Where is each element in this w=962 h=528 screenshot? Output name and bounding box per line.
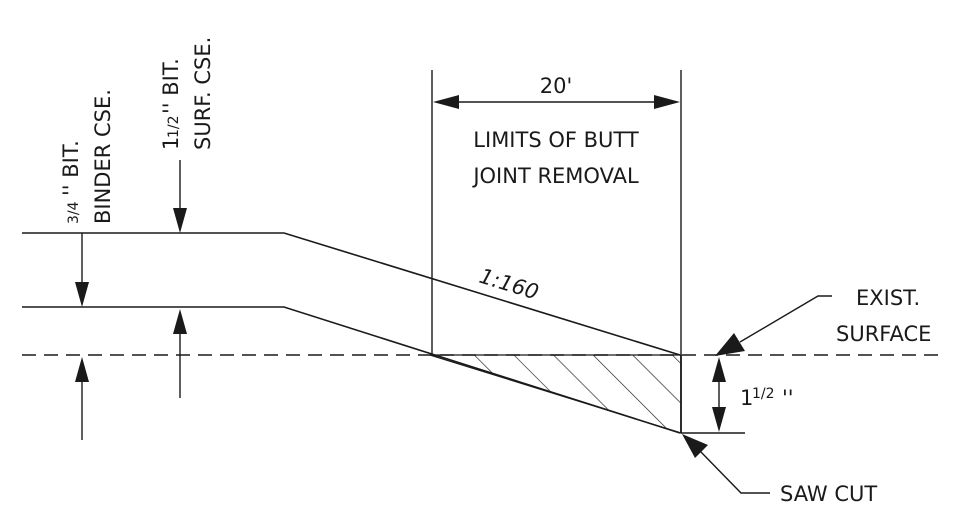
dim-arrow-left (433, 95, 459, 109)
limits-label-line1: LIMITS OF BUTT (473, 128, 639, 152)
depth-arrow-up (712, 357, 726, 382)
depth-arrow-down (712, 407, 726, 432)
surface-arrow-down (173, 208, 187, 233)
dim-arrow-right (654, 95, 680, 109)
exist-label-line1: EXIST. (856, 286, 920, 310)
surface-arrow-up (173, 309, 187, 334)
binder-course-label: 3/4 '' BIT. BINDER CSE. (59, 89, 115, 224)
surface-fraction: 1/2 (166, 115, 182, 138)
surface-whole: 1 (159, 137, 183, 150)
limits-label-line2: JOINT REMOVAL (471, 164, 639, 188)
binder-dimension (75, 233, 89, 440)
binder-arrow-down (75, 282, 89, 307)
top-surface-line (22, 232, 681, 356)
surface-dimension (173, 160, 187, 398)
saw-cut-label: SAW CUT (780, 482, 877, 506)
limits-extension-lines (431, 70, 682, 355)
binder-label-line2: BINDER CSE. (91, 89, 115, 224)
exist-leader-arrow (715, 333, 745, 356)
limits-dimension-label: 20' (540, 74, 573, 98)
removal-area-hatch (429, 354, 682, 434)
surface-course-label: 1 1/2 '' BIT. SURF. CSE. (159, 37, 215, 150)
slope-label: 1:160 (477, 264, 542, 305)
depth-unit: '' (782, 386, 794, 410)
depth-fraction: 1/2 (752, 386, 775, 402)
existing-surface-callout: EXIST. SURFACE (715, 286, 931, 356)
binder-arrow-up (75, 357, 89, 382)
depth-dimension: 1 1/2 '' (681, 357, 794, 434)
exist-label-line2: SURFACE (836, 322, 931, 346)
binder-label-line1: '' BIT. (59, 140, 83, 196)
saw-cut-callout: SAW CUT (682, 434, 877, 506)
surface-label-line1: '' BIT. (159, 58, 183, 114)
limits-dimension: 20' (433, 74, 680, 109)
depth-whole: 1 (740, 386, 753, 410)
saw-cut-leader-arrow (682, 434, 708, 458)
binder-fraction: 3/4 (66, 201, 82, 224)
surface-label-line2: SURF. CSE. (191, 37, 215, 150)
